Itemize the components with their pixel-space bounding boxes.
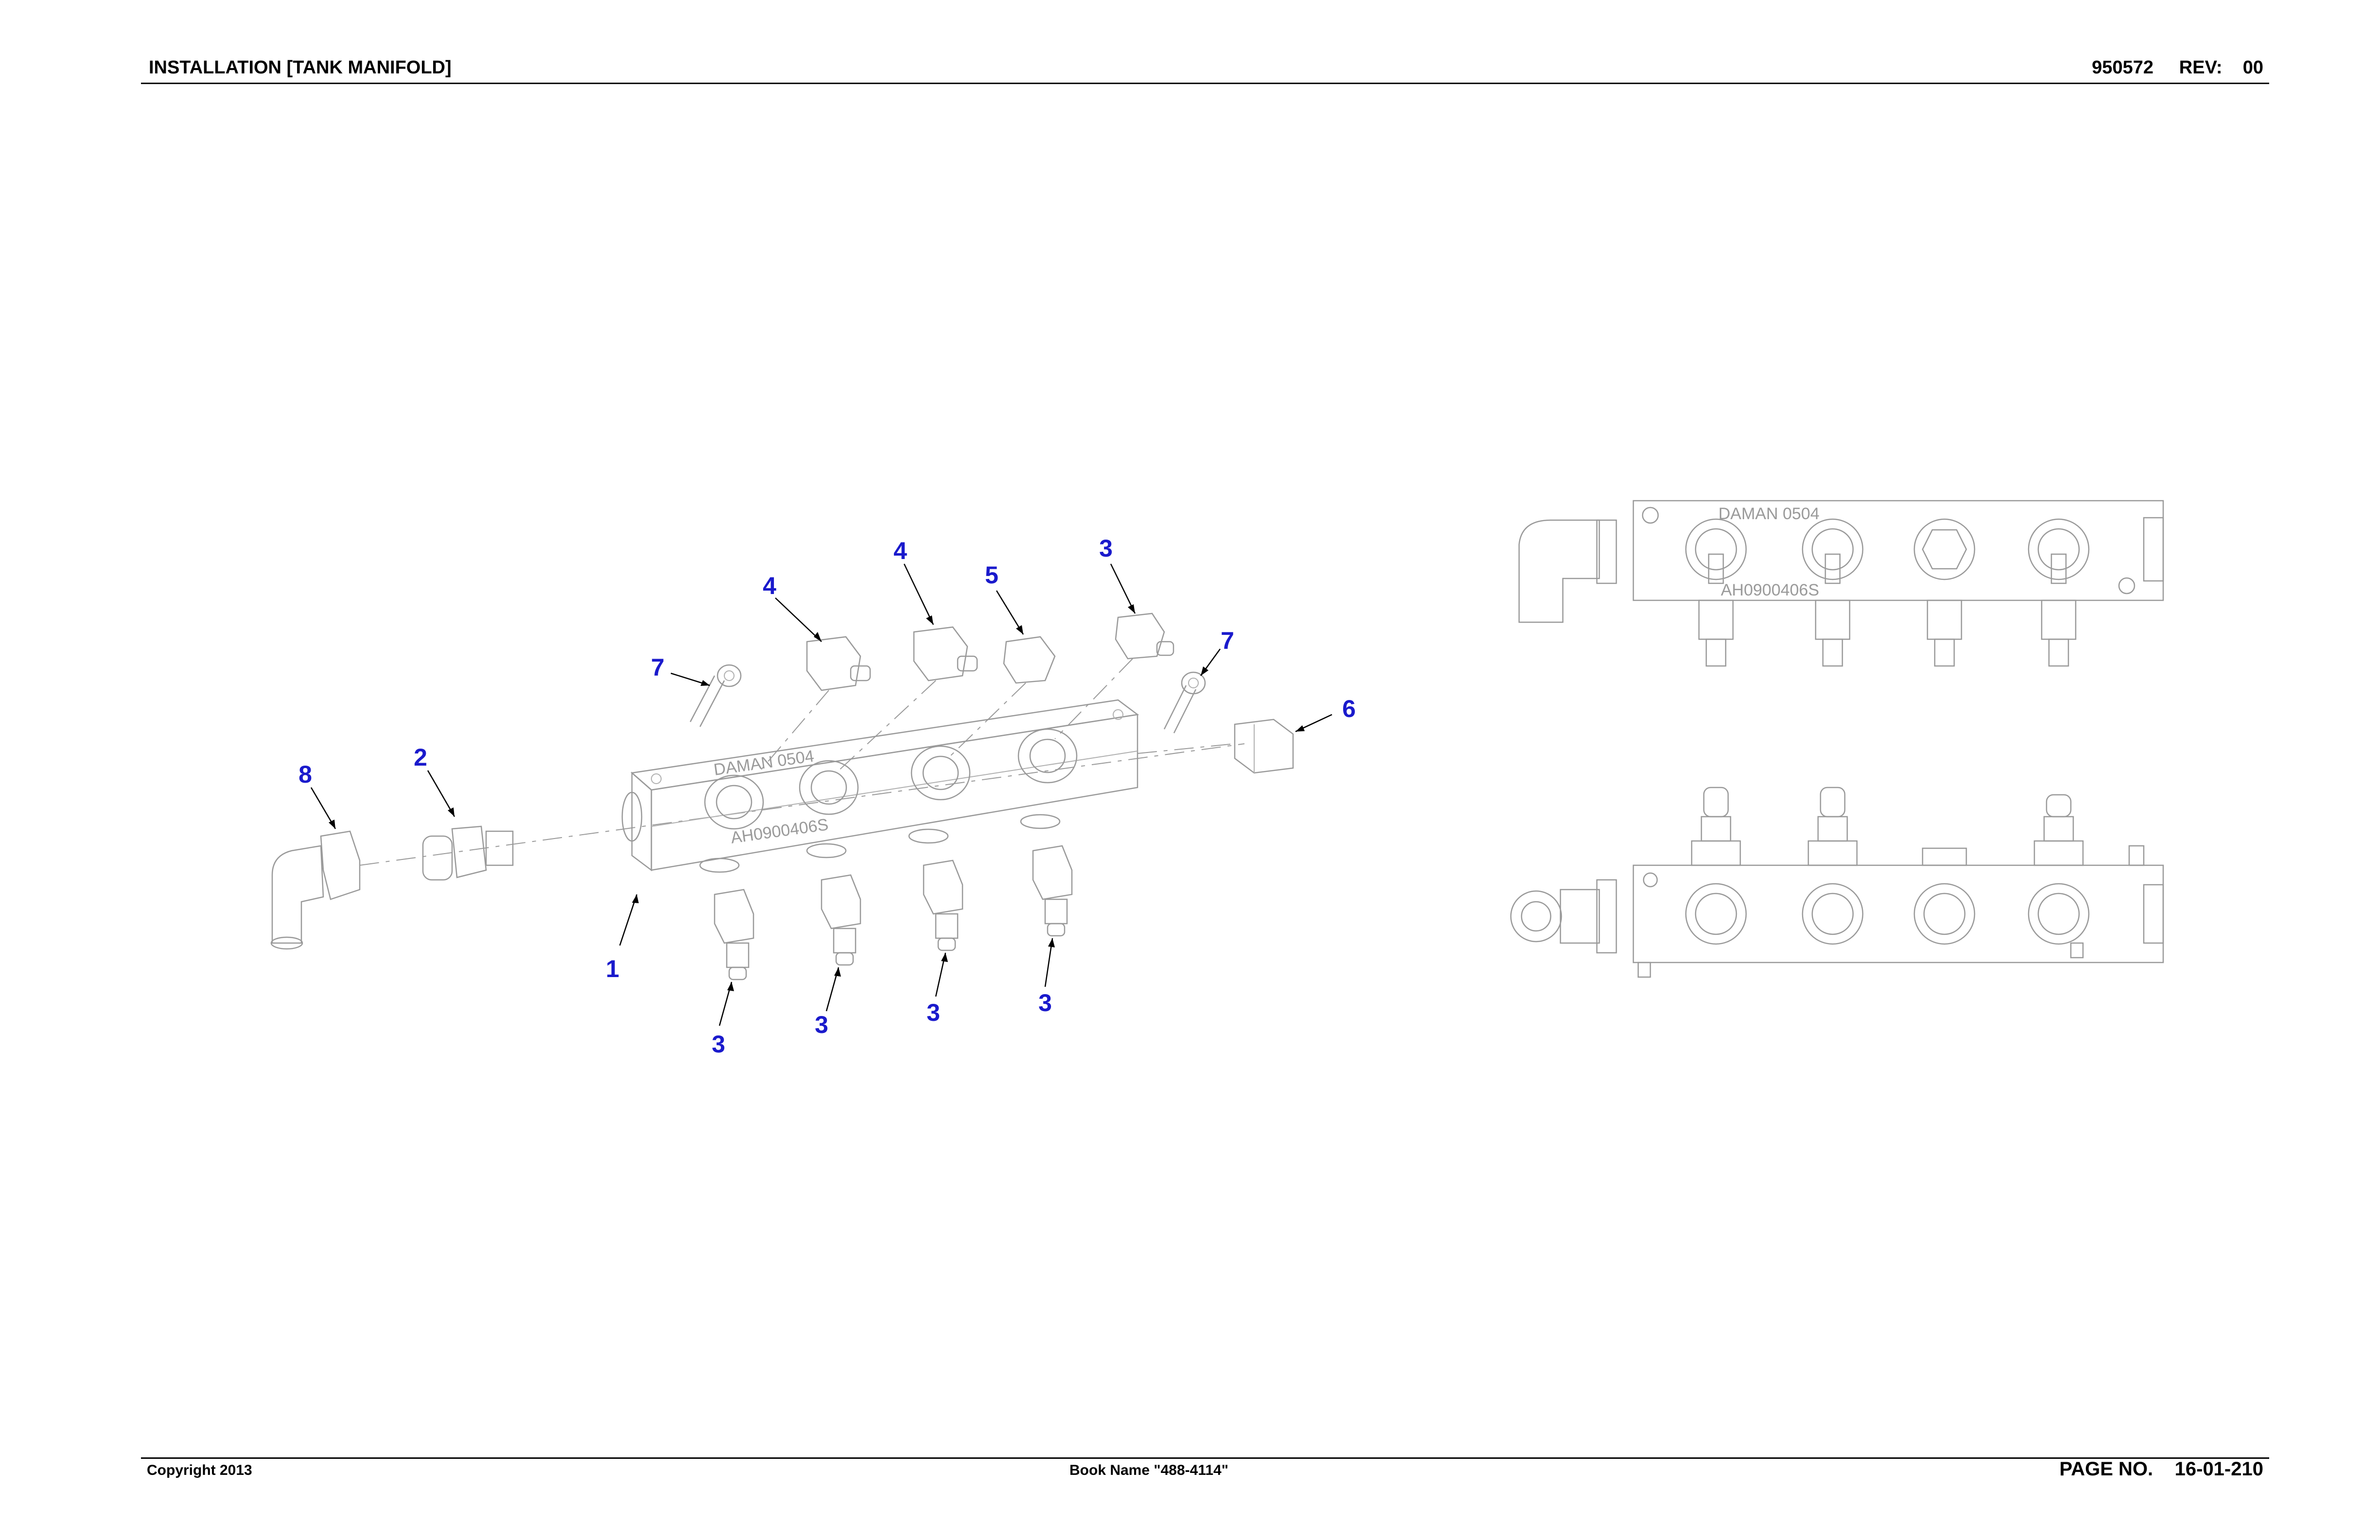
callouts: 1 2 3 3 3 3 3 4 4 5 6 7 7 8	[298, 535, 1356, 1058]
plug-fitting	[1137, 718, 1294, 774]
callout-1: 1	[606, 955, 619, 982]
callout-3a: 3	[712, 1031, 725, 1058]
callout-2: 2	[414, 744, 427, 771]
elbow-fitting	[270, 830, 361, 950]
callout-7a: 7	[651, 654, 665, 681]
top-view-stamp-2: AH0900406S	[1721, 581, 1819, 599]
assembled-front-view	[1510, 787, 2164, 978]
exploded-view: DAMAN 0504 AH0900406S	[270, 535, 1356, 1058]
rev-value: 00	[2242, 57, 2263, 78]
page-label: PAGE NO.	[2059, 1458, 2153, 1480]
rev-label: REV:	[2179, 57, 2222, 78]
callout-6: 6	[1342, 695, 1356, 722]
nipple-fitting	[422, 825, 514, 881]
page-value: 16-01-210	[2174, 1458, 2263, 1480]
callout-4a: 4	[763, 572, 776, 599]
copyright: Copyright 2013	[147, 1462, 252, 1478]
callout-4b: 4	[893, 537, 907, 564]
manifold-stamp-1: DAMAN 0504	[713, 747, 815, 779]
top-fittings	[758, 612, 1174, 773]
doc-number: 950572	[2092, 57, 2153, 78]
footer-rule	[141, 1457, 2269, 1459]
page-title: INSTALLATION [TANK MANIFOLD]	[149, 57, 452, 78]
callout-5: 5	[985, 561, 998, 589]
callout-7b: 7	[1221, 627, 1234, 654]
assembled-top-view: DAMAN 0504 AH0900406S	[1518, 500, 2164, 667]
callout-3c: 3	[927, 999, 940, 1026]
callout-8: 8	[298, 761, 312, 788]
callout-3b: 3	[815, 1011, 828, 1038]
callout-3d: 3	[1038, 989, 1052, 1016]
book-name: Book Name "488-4114"	[1069, 1462, 1228, 1478]
header-rule	[141, 83, 2269, 84]
doc-revision: 950572 REV: 00	[2092, 57, 2263, 78]
screw-right	[1163, 671, 1206, 734]
leader-lines	[310, 563, 1332, 1026]
top-view-stamp-1: DAMAN 0504	[1718, 505, 1820, 523]
bottom-fittings	[714, 845, 1073, 980]
callout-3e: 3	[1099, 535, 1113, 562]
screw-left	[689, 664, 742, 727]
page-number: PAGE NO. 16-01-210	[2060, 1458, 2263, 1480]
